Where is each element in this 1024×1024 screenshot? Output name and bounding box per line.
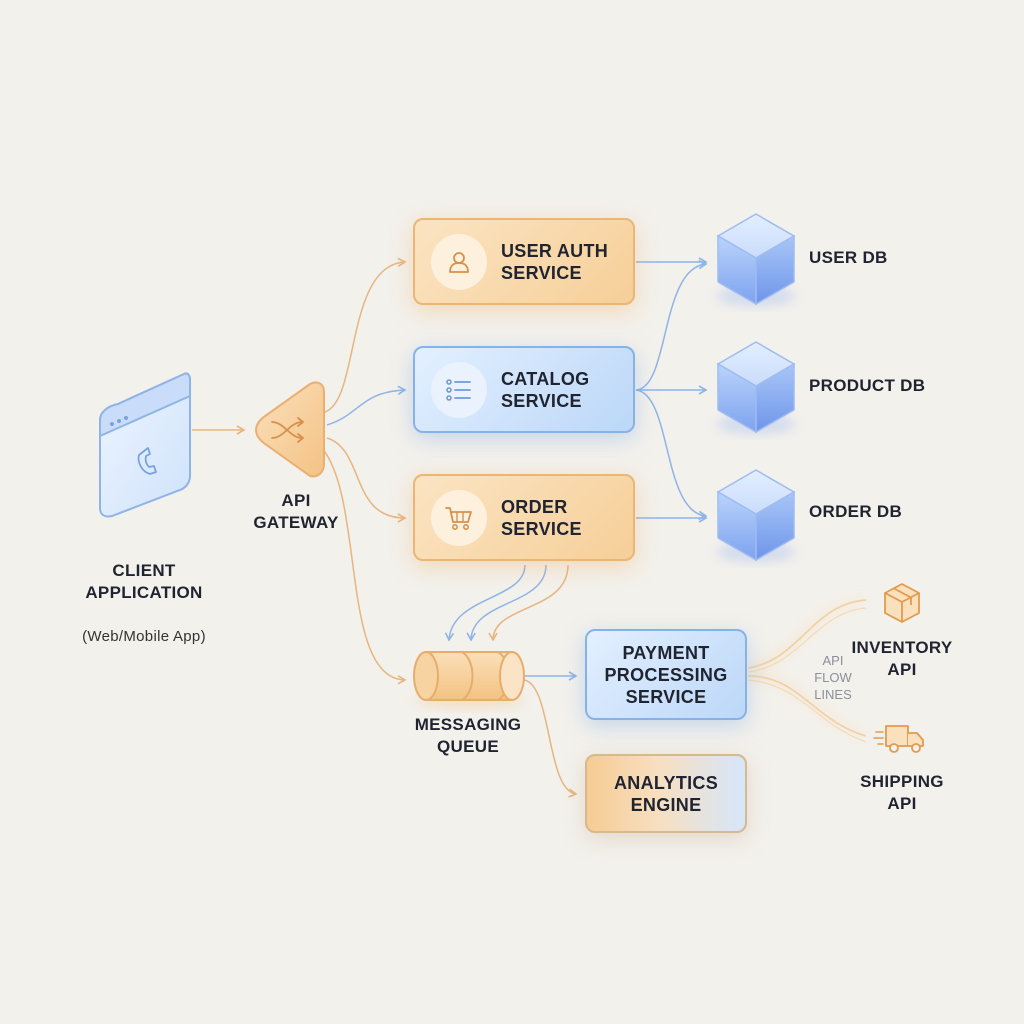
edge-gateway-catalog — [326, 385, 407, 426]
user-auth-service-label: USER AUTH SERVICE — [501, 240, 609, 283]
shopping-cart-icon — [431, 489, 487, 546]
edge-gateway-queue — [321, 447, 407, 685]
client-subtitle: (Web/Mobile App) — [82, 628, 206, 645]
user-icon — [431, 233, 487, 290]
user-db-cube — [716, 213, 796, 306]
api-gateway-label: API GATEWAY — [253, 491, 339, 532]
package-icon — [884, 583, 920, 623]
messaging-queue-label: MESSAGING QUEUE — [414, 715, 522, 756]
catalog-service-label: CATALOG SERVICE — [501, 368, 590, 411]
product-db-label: PRODUCT DB — [809, 376, 926, 395]
edge-order-queue-2 — [466, 564, 547, 642]
user-db-label: USER DB — [809, 248, 888, 267]
edge-catalog-orderdb — [635, 389, 708, 521]
edge-order-queue-3 — [488, 564, 569, 642]
payment-processing-service-label: PAYMENT PROCESSING SERVICE — [604, 642, 728, 707]
order-service-label: ORDER SERVICE — [501, 496, 582, 539]
api-flow-lines — [747, 597, 867, 743]
shipping-api-label: SHIPPING API — [860, 772, 944, 813]
analytics-engine-label: ANALYTICS ENGINE — [613, 772, 719, 815]
messaging-queue-shape — [413, 651, 525, 708]
product-db-cube — [716, 341, 796, 434]
client-application-label: CLIENT APPLICATION (Web/Mobile App) — [54, 538, 234, 670]
catalog-service-box[interactable]: CATALOG SERVICE — [413, 346, 635, 433]
edge-gateway-user-auth — [324, 257, 407, 413]
list-icon — [431, 361, 487, 418]
phone-icon — [137, 447, 157, 475]
payment-processing-service-box[interactable]: PAYMENT PROCESSING SERVICE — [585, 629, 747, 720]
edge-catalog-userdb — [635, 259, 708, 391]
edge-order-queue-1 — [444, 564, 526, 642]
api-gateway-shape — [255, 381, 325, 478]
shuffle-icon — [271, 417, 304, 443]
user-auth-service-box[interactable]: USER AUTH SERVICE — [413, 218, 635, 305]
edge-gateway-order — [326, 437, 407, 523]
client-app-shape — [99, 372, 191, 518]
client-title: CLIENT APPLICATION — [85, 561, 203, 602]
order-db-cube — [716, 469, 796, 562]
inventory-api-label: INVENTORY API — [851, 638, 953, 679]
edge-queue-analytics — [523, 679, 578, 798]
delivery-truck-icon — [873, 725, 924, 753]
analytics-engine-box[interactable]: ANALYTICS ENGINE — [585, 754, 747, 833]
order-db-label: ORDER DB — [809, 502, 903, 521]
order-service-box[interactable]: ORDER SERVICE — [413, 474, 635, 561]
api-flow-lines-note: API FLOW LINES — [814, 653, 852, 702]
